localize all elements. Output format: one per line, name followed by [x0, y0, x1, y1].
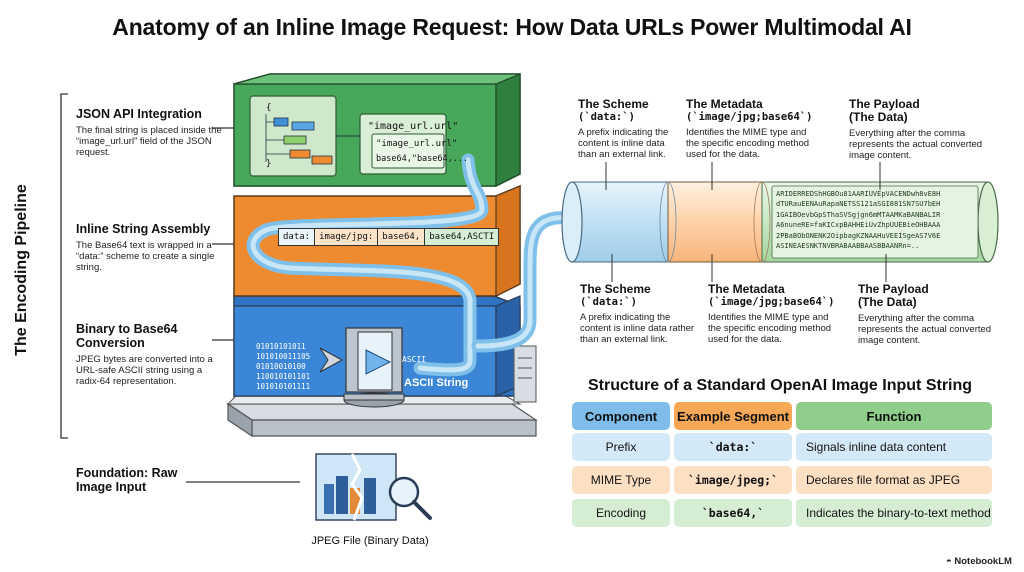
callout-code: (`image/jpg;base64`) [686, 111, 813, 123]
callout-payload-bottom: The Payload (The Data) Everything after … [858, 282, 1008, 347]
table-cell: `base64,` [674, 499, 792, 527]
bits-row: 01010010100 [256, 362, 306, 371]
table-cell: `data:` [674, 433, 792, 461]
callout-heading: The Scheme [578, 97, 649, 111]
payload-line: ASINEAESNKTNVBRABAABBAASBBAANRn=.. [776, 242, 920, 251]
payload-line: A6nuneRE=faKICxpBAHHEiUvZhpUUEBieOHBAAA [776, 221, 941, 230]
json-code-window [249, 95, 447, 177]
pipeline-bracket [60, 93, 68, 439]
callout-code: (`data:`) [580, 296, 637, 308]
payload-line: 2PBaBObONENK2OipbagKZNAAHuVEEISgeAS7V6E [776, 231, 941, 240]
stage-json: JSON API Integration The final string is… [76, 107, 226, 158]
callout-scheme-bottom: The Scheme (`data:`) A prefix indicating… [580, 282, 695, 346]
string-segment-mime: image/jpg: [315, 228, 379, 246]
callout-scheme-top: The Scheme (`data:`) A prefix indicating… [578, 97, 678, 161]
payload-line: dTURauEENAuRapaNETSS121aSGI881SN7SU7bEH [776, 200, 941, 209]
callout-text: Identifies the MIME type and the specifi… [686, 127, 810, 160]
table-header: Example Segment [674, 402, 792, 430]
stage-binary: Binary to Base64 Conversion JPEG bytes a… [76, 322, 216, 387]
converter-machine [319, 327, 405, 408]
callout-heading: The Payload [858, 282, 929, 296]
table-cell: `image/jpeg;` [674, 466, 792, 494]
callout-heading: The Metadata [708, 282, 785, 296]
stage-string-text: The Base64 text is wrapped in a “data:” … [76, 240, 215, 273]
json-key-label: "image_url.url" [368, 121, 459, 132]
ascii-string-label: ASCII String [404, 377, 469, 389]
bits-row: 101010011105 [256, 352, 311, 361]
payload-line: 1GAIBOevbGpSThaSVSgjgn6mMTAAMKaBANBALIR [776, 210, 941, 219]
callout-heading: The Metadata [686, 97, 763, 111]
callout-code: (The Data) [858, 295, 917, 309]
string-segment-payload: base64,ASCTI [425, 228, 500, 246]
table-title: Structure of a Standard OpenAI Image Inp… [588, 377, 973, 394]
json-inner-key: "image_url.url" [376, 139, 458, 149]
table-cell: MIME Type [572, 466, 670, 494]
table-header: Function [796, 402, 992, 430]
data-url-tube [561, 181, 999, 263]
callout-code: (`image/jpg;base64`) [708, 296, 835, 308]
stage-foundation: Foundation: Raw Image Input [76, 466, 196, 494]
callout-code: (The Data) [849, 110, 908, 124]
table-cell: Indicates the binary-to-text method [796, 499, 992, 527]
string-segment-encoding: base64, [378, 228, 426, 246]
stage-string: Inline String Assembly The Base64 text i… [76, 222, 216, 273]
bits-row: 01010101011 [256, 342, 306, 351]
encoding-stack-illustration [226, 73, 538, 438]
json-inner-value: base64,"base64,... [376, 154, 469, 164]
pipeline-label: The Encoding Pipeline [13, 184, 30, 356]
binary-bits: 01010101011 101010011105 01010010100 110… [256, 342, 310, 392]
stage-binary-heading: Binary to Base64 Conversion [76, 322, 178, 350]
table-cell: Signals inline data content [796, 433, 992, 461]
callout-text: Everything after the comma represents th… [849, 128, 983, 161]
stage-foundation-heading: Foundation: Raw Image Input [76, 466, 178, 494]
watermark-text: NotebookLM [954, 556, 1012, 567]
structure-table: Component Example Segment Function Prefi… [572, 402, 994, 532]
page-title: Anatomy of an Inline Image Request: How … [112, 14, 912, 40]
jpeg-file-label: JPEG File (Binary Data) [311, 535, 429, 547]
table-cell: Prefix [572, 433, 670, 461]
stack-base [226, 393, 538, 438]
server-tower [513, 345, 537, 403]
callout-text: A prefix indicating the content is inlin… [580, 312, 695, 345]
table-header: Component [572, 402, 670, 430]
callout-heading: The Scheme [580, 282, 651, 296]
callout-code: (`data:`) [578, 111, 635, 123]
callout-text: Identifies the MIME type and the specifi… [708, 312, 832, 345]
connector-pipe [471, 211, 577, 353]
bits-row: 110010101101 [256, 372, 311, 381]
table-cell: Encoding [572, 499, 670, 527]
table-cell: Declares file format as JPEG [796, 466, 992, 494]
ascii-tag: ASCII [402, 355, 427, 364]
bits-row: 101010101111 [256, 382, 311, 391]
callout-heading: The Payload [849, 97, 920, 111]
callout-text: A prefix indicating the content is inlin… [578, 127, 669, 160]
stage-string-heading: Inline String Assembly [76, 222, 211, 236]
stage-json-text: The final string is placed inside the “i… [76, 125, 222, 158]
json-brace-close: } [266, 159, 272, 169]
json-brace-open: { [266, 103, 272, 113]
notebooklm-watermark: ◓ NotebookLM [946, 556, 1012, 567]
stage-binary-text: JPEG bytes are converted into a URL-safe… [76, 354, 213, 387]
callout-metadata-top: The Metadata (`image/jpg;base64`) Identi… [686, 97, 816, 161]
stage-json-heading: JSON API Integration [76, 107, 202, 121]
callout-payload-top: The Payload (The Data) Everything after … [849, 97, 989, 162]
string-segment-scheme: data: [278, 228, 316, 246]
jpeg-image-icon [315, 453, 432, 521]
payload-text: ARIDERREDShHGBOu81AARIUVEpVACENDwh8vE8H … [776, 189, 940, 251]
callout-text: Everything after the comma represents th… [858, 313, 992, 346]
assembled-string: data: image/jpg: base64, base64,ASCTI [278, 228, 500, 246]
callout-metadata-bottom: The Metadata (`image/jpg;base64`) Identi… [708, 282, 843, 346]
payload-line: ARIDERREDShHGBOu81AARIUVEpVACENDwh8vE8H [776, 190, 941, 198]
notebooklm-logo-icon: ◓ [946, 556, 952, 567]
